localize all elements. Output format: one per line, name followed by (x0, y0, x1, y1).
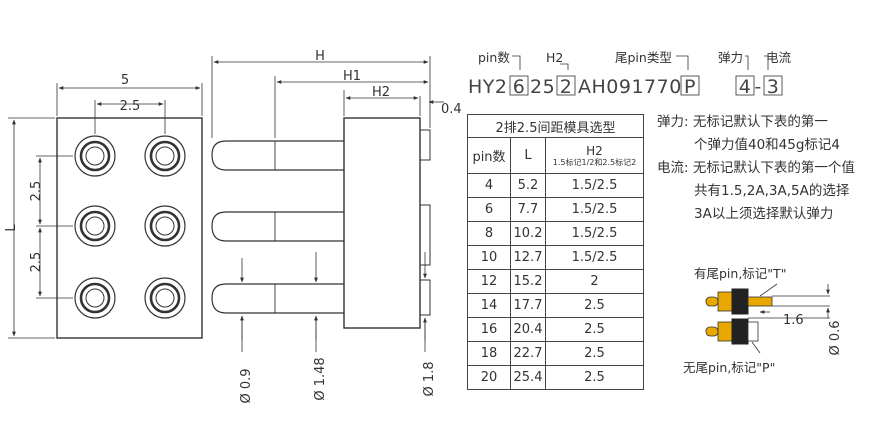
code-pitch: 25 (530, 76, 555, 98)
length-label: L (4, 224, 19, 232)
dim-06-label: Ø 0.6 (828, 320, 843, 355)
cell-h2: 2.5 (545, 317, 644, 342)
code-pin-count: 6 (513, 76, 526, 98)
code-prefix: HY2 (468, 76, 507, 98)
header-h2-note: 1.5标记1/2和2.5标记2 (552, 157, 637, 167)
cell-pin: 4 (467, 173, 511, 198)
cell-h2: 1.5/2.5 (545, 245, 644, 270)
h2-label: H2 (372, 85, 390, 100)
cell-pin: 16 (467, 317, 511, 342)
cell-h2: 2.5 (545, 341, 644, 366)
dia-09-label: Ø 0.9 (239, 368, 254, 403)
housing-outline (56, 117, 203, 339)
width-label: 5 (121, 73, 129, 88)
side-view (211, 56, 444, 352)
dia-18-label: Ø 1.8 (422, 361, 437, 396)
code-tail: P (684, 76, 696, 98)
cell-l: 25.4 (510, 365, 546, 390)
cell-h2: 1.5/2.5 (545, 197, 644, 222)
pitch-label: 2.5 (120, 99, 141, 114)
cell-h2: 2.5 (545, 293, 644, 318)
cell-l: 15.2 (510, 269, 546, 294)
spring-note-2: 个弹力值40和45g标记4 (694, 137, 841, 153)
without-tail-label: 无尾pin,标记"P" (683, 360, 775, 375)
gap-label: 0.4 (441, 102, 462, 117)
cell-pin: 6 (467, 197, 511, 222)
dim-16-label: 1.6 (783, 313, 804, 328)
header-h2-title: H2 (586, 143, 603, 158)
tail-detail: 有尾pin,标记"T" 无尾pin,标记"P" 1.6 Ø 0.6 (683, 266, 843, 375)
cell-l: 20.4 (510, 317, 546, 342)
tail-type-label: 尾pin类型 (615, 50, 672, 65)
header-l: L (510, 137, 546, 174)
spring-note-1: 弹力: 无标记默认下表的第一 (657, 114, 828, 130)
h2-code-label: H2 (546, 50, 563, 65)
spring-label: 弹力 (718, 50, 743, 65)
code-dash: - (754, 76, 761, 98)
cell-pin: 20 (467, 365, 511, 390)
header-h2: H2 1.5标记1/2和2.5标记2 (545, 137, 644, 174)
code-series: AH091770 (578, 76, 682, 98)
cell-h2: 1.5/2.5 (545, 221, 644, 246)
cell-h2: 1.5/2.5 (545, 173, 644, 198)
table-caption: 2排2.5间距模具选型 (467, 114, 644, 138)
cell-h2: 2 (545, 269, 644, 294)
current-note-3: 3A以上须选择默认弹力 (694, 206, 834, 222)
cell-pin: 18 (467, 341, 511, 366)
side-housing (343, 117, 421, 329)
part-code: pin数 H2 尾pin类型 弹力 电流 HY2 6 25 2 AH091770… (468, 50, 792, 98)
cell-pin: 10 (467, 245, 511, 270)
pin-count-label: pin数 (478, 50, 510, 65)
h1-label: H1 (343, 69, 361, 84)
row-pitch-label-2: 2.5 (29, 252, 44, 273)
current-note-2: 共有1.5,2A,3A,5A的选择 (694, 183, 850, 199)
cell-h2: 2.5 (545, 365, 644, 390)
cell-l: 12.7 (510, 245, 546, 270)
code-current: 3 (767, 76, 780, 98)
code-h2: 2 (560, 76, 573, 98)
front-view (8, 83, 203, 339)
cell-pin: 14 (467, 293, 511, 318)
code-spring: 4 (739, 76, 752, 98)
header-pin: pin数 (467, 137, 511, 174)
cell-l: 7.7 (510, 197, 546, 222)
row-pitch-label-1: 2.5 (29, 181, 44, 202)
cell-pin: 8 (467, 221, 511, 246)
h-label: H (315, 49, 325, 64)
cell-pin: 12 (467, 269, 511, 294)
current-note-1: 电流: 无标记默认下表的第一个值 (657, 160, 855, 176)
cell-l: 5.2 (510, 173, 546, 198)
current-label: 电流 (766, 50, 792, 65)
with-tail-label: 有尾pin,标记"T" (694, 266, 786, 281)
pin-circles (74, 135, 186, 319)
cell-l: 17.7 (510, 293, 546, 318)
cell-l: 22.7 (510, 341, 546, 366)
cell-l: 10.2 (510, 221, 546, 246)
dia-148-label: Ø 1.48 (313, 357, 328, 400)
